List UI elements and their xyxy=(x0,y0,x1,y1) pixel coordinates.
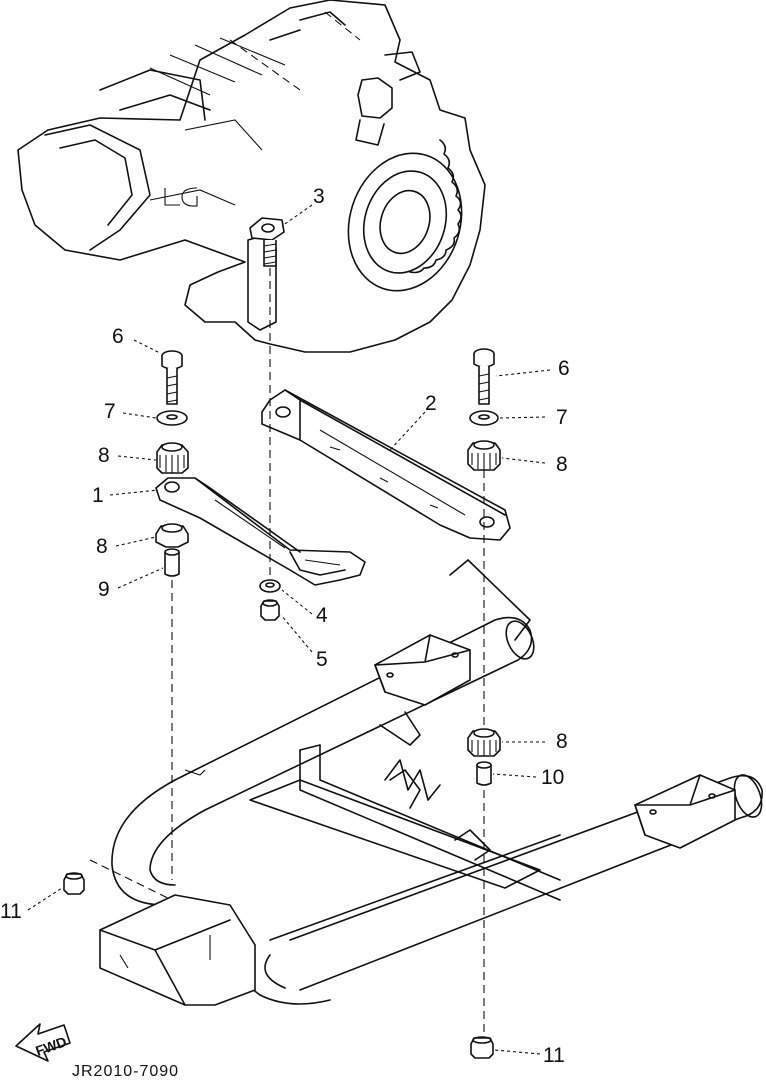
frame-illustration xyxy=(99,559,763,1006)
callout-8-left-lower: 8 xyxy=(96,535,108,558)
fwd-arrow: FWD xyxy=(15,1023,71,1062)
bolt-3 xyxy=(249,217,285,267)
callout-11-left: 11 xyxy=(0,900,22,923)
callout-8-left-upper: 8 xyxy=(98,444,110,467)
callout-3: 3 xyxy=(313,185,325,208)
hardware-right xyxy=(467,348,501,786)
assembly-centerlines xyxy=(89,268,485,1035)
diagram-code: JR2010-7090 xyxy=(72,1063,180,1080)
engine-bracket-2 xyxy=(261,389,511,541)
callout-2: 2 xyxy=(425,392,437,415)
leader-lines xyxy=(27,204,551,1055)
callout-8-right-upper: 8 xyxy=(556,453,568,476)
callout-11-right: 11 xyxy=(543,1044,565,1067)
callout-9: 9 xyxy=(98,578,110,601)
callout-7-left: 7 xyxy=(104,400,116,423)
callout-10: 10 xyxy=(541,766,564,789)
hardware-left xyxy=(155,350,189,577)
callout-1: 1 xyxy=(92,484,104,507)
nuts-11 xyxy=(63,872,494,1059)
callout-6-right: 6 xyxy=(558,357,570,380)
callout-4: 4 xyxy=(316,604,328,627)
washer-4-nut-5 xyxy=(259,579,281,621)
callout-8-right-lower: 8 xyxy=(556,730,568,753)
callout-7-right: 7 xyxy=(556,406,568,429)
engine-illustration xyxy=(17,0,486,353)
callout-6-left: 6 xyxy=(112,325,124,348)
callout-5: 5 xyxy=(316,648,328,671)
